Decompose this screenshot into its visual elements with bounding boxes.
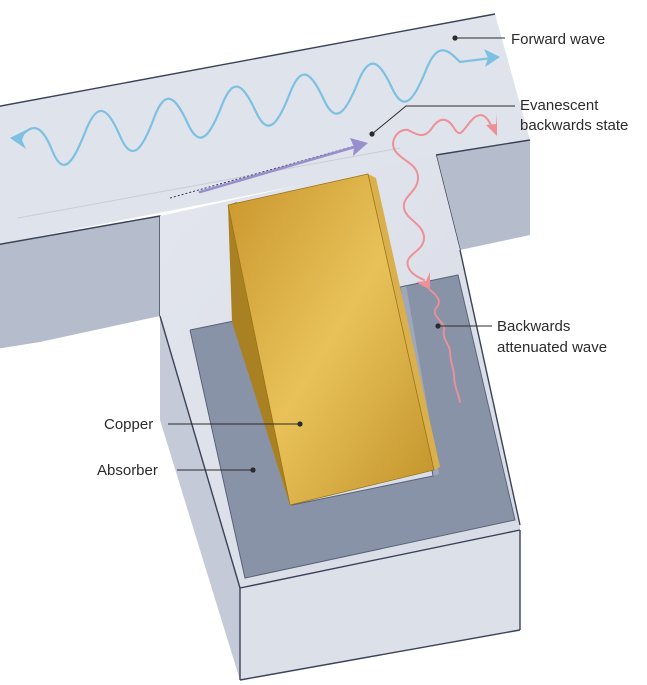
evanescent-state-arrowhead <box>350 138 368 156</box>
backwards-wave <box>392 114 497 403</box>
evanescent-state-line <box>198 144 360 194</box>
evanescent-state <box>198 138 368 194</box>
backwards-wave-mid-arrowhead <box>416 272 430 290</box>
backwards-wave-path <box>392 114 493 281</box>
forward-wave-right-arrowhead <box>484 49 500 67</box>
label-evanescent-line1: Evanescent <box>520 97 599 114</box>
waveguide-stem-left-face <box>160 316 240 680</box>
waveguide-arm <box>0 13 531 349</box>
label-absorber: Absorber <box>97 462 158 479</box>
copper-top-face <box>228 174 434 505</box>
annotation-copper: Copper <box>104 416 303 433</box>
forward-wave-left-arrowhead <box>10 130 26 149</box>
waveguide-arm-right-side <box>436 140 530 250</box>
label-evanescent-line2: backwards state <box>520 117 628 134</box>
waveguide-arm-left-side <box>0 216 160 349</box>
copper-block <box>227 173 440 506</box>
forward-wave <box>10 49 500 166</box>
annotation-evanescent: Evanescent backwards state <box>369 97 628 137</box>
copper-right-face <box>368 174 440 470</box>
evanescent-guide-line <box>169 143 363 199</box>
label-backwards-line1: Backwards <box>497 318 570 335</box>
label-backwards-line2: attenuated wave <box>497 339 607 356</box>
attenuated-wave-path <box>429 289 461 403</box>
annotation-backwards-wave: Backwards attenuated wave <box>435 318 607 356</box>
annotation-forward-wave: Forward wave <box>452 31 605 48</box>
forward-wave-path <box>16 49 494 166</box>
waveguide-arm-top-face <box>0 14 530 245</box>
absorber-top-face <box>190 275 515 578</box>
annotation-absorber: Absorber <box>97 462 256 479</box>
label-copper: Copper <box>104 416 153 433</box>
backwards-wave-top-arrowhead <box>486 114 497 136</box>
label-forward-wave: Forward wave <box>511 31 605 48</box>
